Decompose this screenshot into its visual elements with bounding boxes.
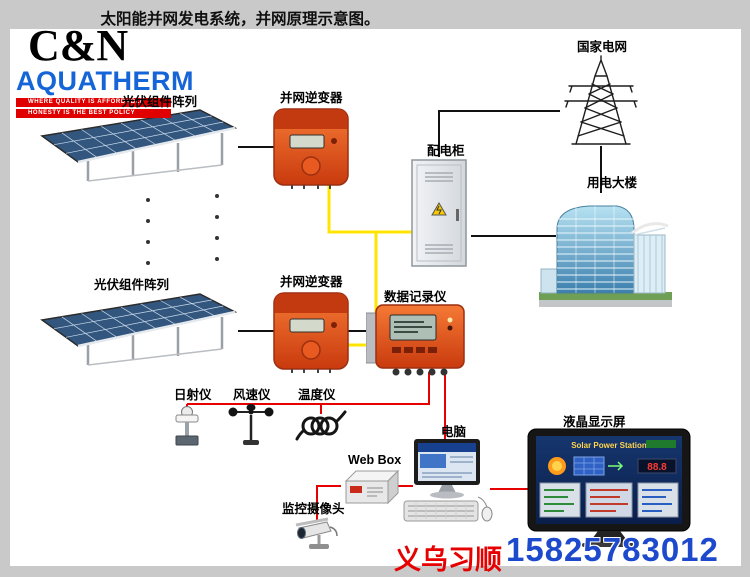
label-pv-array-top: 光伏组件阵列 <box>122 95 198 109</box>
wire-cabinet-grid <box>438 110 560 157</box>
label-web-box: Web Box <box>348 453 402 467</box>
logo-tagline-1: WHERE QUALITY IS AFFORDABLE <box>16 98 171 107</box>
label-pv-array-bottom: 光伏组件阵列 <box>94 278 170 292</box>
surveillance-camera-icon <box>295 517 338 549</box>
label-anemometer: 风速仪 <box>233 388 271 402</box>
pv-array-top-image <box>38 106 238 188</box>
pyranometer-image <box>166 403 208 447</box>
temperature-probe-icon <box>295 410 347 441</box>
anemometer-image <box>226 403 276 447</box>
power-building-image <box>537 193 674 309</box>
array-continuation-dots <box>146 198 150 265</box>
label-distribution-cabinet: 配电柜 <box>427 144 465 158</box>
page-title: 太阳能并网发电系统，并网原理示意图。 <box>100 11 380 28</box>
desktop-computer-icon <box>403 439 493 522</box>
solar-panel-icon <box>40 109 238 182</box>
label-lcd-display: 液晶显示屏 <box>563 415 626 429</box>
solar-panel-icon <box>40 293 238 366</box>
vendor-name: 义乌习顺 <box>394 545 502 575</box>
label-power-building: 用电大楼 <box>587 176 638 190</box>
label-data-logger: 数据记录仪 <box>384 290 447 304</box>
inverter-top-image <box>266 103 356 191</box>
logo-tagline-2: HONESTY IS THE BEST POLICY <box>16 109 171 118</box>
lcd-display-image: Solar Power Station 88.8 <box>526 427 693 549</box>
label-inverter-bottom: 并网逆变器 <box>280 275 343 289</box>
label-thermometer: 温度仪 <box>298 388 336 402</box>
vendor-phone: 15825783012 <box>506 531 719 568</box>
pv-array-bottom-image <box>38 290 238 372</box>
inverter-bottom-image <box>266 287 356 375</box>
label-computer: 电脑 <box>441 425 467 439</box>
transmission-tower-icon <box>560 54 642 146</box>
lcd-screen-reading: 88.8 <box>647 462 667 473</box>
inverter-icon <box>273 292 349 373</box>
camera-image <box>292 516 342 556</box>
anemometer-icon <box>228 404 274 445</box>
wire-ac-inverter1-cabinet <box>327 185 412 234</box>
wire-camera-webbox <box>316 485 341 520</box>
data-logger-image <box>365 303 468 377</box>
computer-image <box>400 437 494 533</box>
array-continuation-dots <box>215 194 219 261</box>
state-grid-tower-image <box>560 54 642 146</box>
logo-monogram: C&N <box>28 21 129 70</box>
thermometer-image <box>294 406 348 444</box>
label-camera: 监控摄像头 <box>282 502 345 516</box>
distribution-cabinet-image <box>407 157 471 270</box>
label-state-grid: 国家电网 <box>577 40 628 54</box>
lcd-monitor-icon: Solar Power Station 88.8 <box>527 428 691 547</box>
inverter-icon <box>273 108 349 189</box>
wire-sensors-bus <box>187 372 430 405</box>
lcd-screen-title: Solar Power Station <box>571 441 647 450</box>
web-box-icon <box>344 469 400 505</box>
cabinet-icon <box>411 159 467 267</box>
data-logger-icon <box>365 304 465 376</box>
logo-brand-name: AQUATHERM <box>16 66 194 96</box>
building-icon <box>539 205 672 307</box>
pyranometer-icon <box>175 406 199 446</box>
label-pyranometer: 日射仪 <box>174 388 212 402</box>
label-inverter-top: 并网逆变器 <box>280 91 343 105</box>
web-box-image <box>340 467 402 507</box>
